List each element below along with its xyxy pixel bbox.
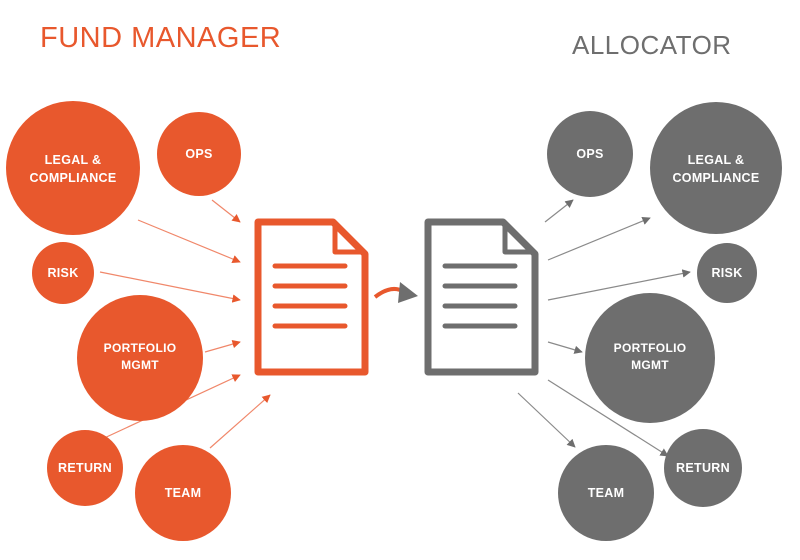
fm-node-return: RETURN — [47, 430, 123, 506]
fm-node-ops: OPS — [157, 112, 241, 196]
fund-manager-document-icon — [254, 218, 369, 376]
fm-node-legal-line2: COMPLIANCE — [29, 171, 116, 185]
al-node-team-label: TEAM — [588, 486, 625, 500]
transfer-arrow-icon — [373, 282, 418, 303]
arrow-portfolio-to-doc — [204, 340, 241, 353]
al-node-ops-label: OPS — [576, 147, 603, 161]
fund-manager-title: FUND MANAGER — [40, 22, 282, 54]
fm-node-risk: RISK — [32, 242, 94, 304]
arrow-risk-to-doc — [99, 271, 241, 303]
arrow-doc-to-ops — [544, 199, 574, 223]
fm-node-portfolio-mgmt: PORTFOLIO MGMT — [77, 295, 203, 421]
al-node-legal-line2: COMPLIANCE — [672, 171, 759, 185]
arrow-doc-to-risk — [547, 269, 691, 301]
al-node-legal-line1: LEGAL & — [688, 153, 745, 167]
arrow-doc-to-portfolio — [547, 341, 583, 354]
allocator-title: ALLOCATOR — [572, 30, 732, 60]
fm-node-team-label: TEAM — [165, 486, 202, 500]
allocator-arrows — [517, 199, 691, 457]
arrow-ops-to-doc — [211, 199, 241, 223]
al-node-return-label: RETURN — [676, 461, 730, 475]
fm-node-legal-line1: LEGAL & — [45, 153, 102, 167]
al-node-portfolio-line1: PORTFOLIO — [614, 341, 687, 355]
allocator-document-icon — [424, 218, 539, 376]
al-node-ops: OPS — [547, 111, 633, 197]
al-node-portfolio-line2: MGMT — [631, 358, 669, 372]
al-node-portfolio-mgmt: PORTFOLIO MGMT — [585, 293, 715, 423]
allocator-nodes: OPS LEGAL & COMPLIANCE RISK PORTFOLIO MG… — [547, 102, 782, 541]
al-node-return: RETURN — [664, 429, 742, 507]
arrow-legal-to-doc — [137, 219, 241, 264]
fund-manager-arrows — [99, 199, 271, 449]
al-node-risk: RISK — [697, 243, 757, 303]
fund-manager-nodes: LEGAL & COMPLIANCE OPS RISK PORTFOLIO MG… — [6, 101, 241, 541]
fm-node-legal-compliance: LEGAL & COMPLIANCE — [6, 101, 140, 235]
arrow-doc-to-legal — [547, 216, 651, 261]
fm-node-ops-label: OPS — [185, 147, 212, 161]
arrow-doc-to-team — [517, 392, 576, 448]
fm-node-portfolio-line2: MGMT — [121, 358, 159, 372]
fm-node-risk-label: RISK — [47, 266, 78, 280]
arrow-doc-to-return — [547, 379, 669, 457]
al-node-risk-label: RISK — [711, 266, 742, 280]
al-node-team: TEAM — [558, 445, 654, 541]
fm-node-team: TEAM — [135, 445, 231, 541]
fm-node-portfolio-line1: PORTFOLIO — [104, 341, 177, 355]
al-node-legal-compliance: LEGAL & COMPLIANCE — [650, 102, 782, 234]
arrow-team-to-doc — [209, 394, 271, 449]
fm-node-return-label: RETURN — [58, 461, 112, 475]
